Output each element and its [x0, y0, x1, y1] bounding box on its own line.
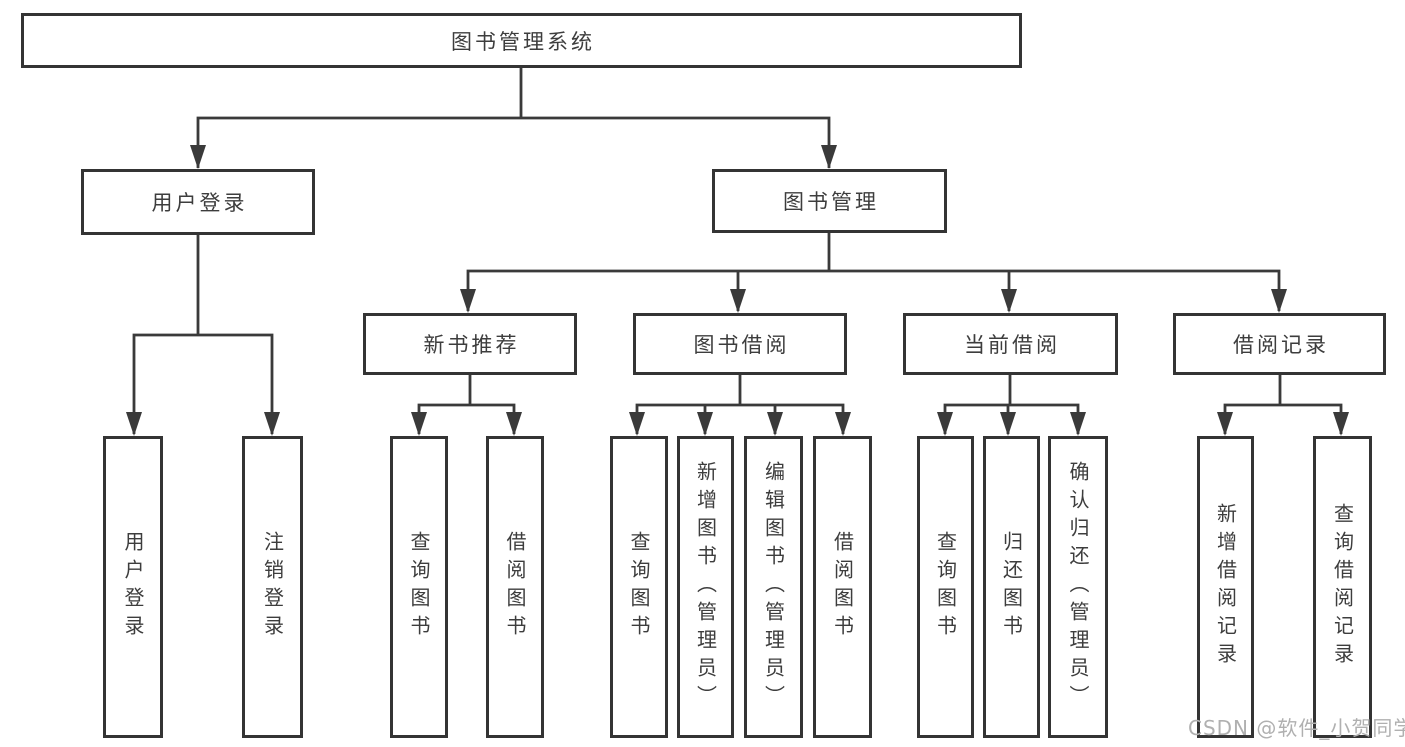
- leaf-current-return-book: 归还图书: [983, 436, 1040, 738]
- node-user-login-label: 用户登录: [151, 191, 248, 215]
- leaf-borrowing-query-book: 查询图书: [610, 436, 668, 738]
- leaf-newbook-query-book: 查询图书: [390, 436, 448, 738]
- node-current-borrowing: 当前借阅: [903, 313, 1118, 375]
- leaf-records-query-record-label: 查询借阅记录: [1330, 503, 1355, 671]
- leaf-current-return-book-label: 归还图书: [999, 531, 1024, 643]
- leaf-logout-login: 注销登录: [242, 436, 303, 738]
- watermark: CSDN @软件_小贺同学: [1188, 716, 1405, 740]
- leaf-user-login-label: 用户登录: [121, 531, 145, 643]
- leaf-newbook-query-book-label: 查询图书: [407, 531, 431, 643]
- node-user-login: 用户登录: [81, 169, 315, 235]
- leaf-borrowing-borrow-book-label: 借阅图书: [830, 531, 855, 643]
- node-book-borrowing-label: 图书借阅: [693, 333, 790, 357]
- leaf-borrowing-edit-book-admin-label: 编辑图书（管理员）: [761, 461, 786, 713]
- leaf-borrowing-add-book-admin-label: 新增图书（管理员）: [693, 461, 718, 713]
- node-new-book-recommend-label: 新书推荐: [423, 333, 520, 357]
- leaf-current-query-book: 查询图书: [917, 436, 974, 738]
- leaf-borrowing-query-book-label: 查询图书: [627, 531, 651, 643]
- node-new-book-recommend: 新书推荐: [363, 313, 577, 375]
- leaf-logout-login-label: 注销登录: [260, 531, 285, 643]
- node-borrowing-records: 借阅记录: [1173, 313, 1386, 375]
- leaf-current-confirm-return-admin: 确认归还（管理员）: [1048, 436, 1108, 738]
- leaf-records-add-record-label: 新增借阅记录: [1213, 503, 1238, 671]
- node-root-system: 图书管理系统: [21, 13, 1022, 68]
- leaf-user-login: 用户登录: [103, 436, 163, 738]
- node-root-label: 图书管理系统: [451, 29, 595, 54]
- leaf-records-add-record: 新增借阅记录: [1197, 436, 1254, 738]
- leaf-borrowing-edit-book-admin: 编辑图书（管理员）: [744, 436, 803, 738]
- node-borrowing-records-label: 借阅记录: [1233, 333, 1329, 357]
- leaf-newbook-borrow-book: 借阅图书: [486, 436, 544, 738]
- node-book-borrowing: 图书借阅: [633, 313, 847, 375]
- leaf-borrowing-add-book-admin: 新增图书（管理员）: [677, 436, 734, 738]
- arrowheads: [126, 145, 1349, 436]
- node-book-management-label: 图书管理: [783, 190, 879, 214]
- node-current-borrowing-label: 当前借阅: [964, 333, 1060, 357]
- leaf-newbook-borrow-book-label: 借阅图书: [503, 531, 527, 643]
- node-book-management: 图书管理: [712, 169, 947, 233]
- leaf-current-query-book-label: 查询图书: [933, 531, 958, 643]
- leaf-current-confirm-return-admin-label: 确认归还（管理员）: [1066, 461, 1090, 713]
- leaf-borrowing-borrow-book: 借阅图书: [813, 436, 872, 738]
- leaf-records-query-record: 查询借阅记录: [1313, 436, 1372, 738]
